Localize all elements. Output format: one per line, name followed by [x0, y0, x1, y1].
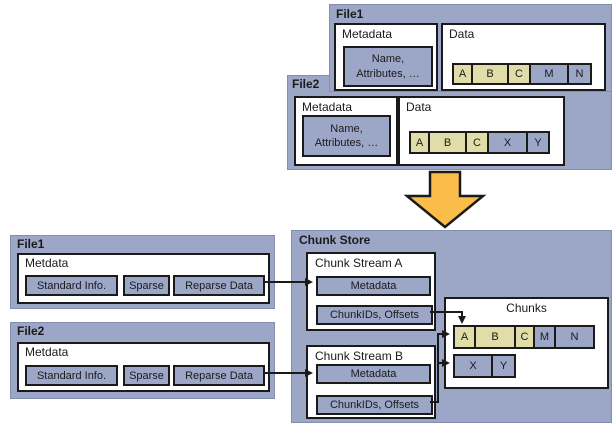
chunks-box-title: Chunks	[506, 301, 547, 315]
file1-data-chunk: N	[567, 63, 592, 85]
store-chunk: A	[453, 325, 476, 349]
chunk-store-title: Chunk Store	[299, 233, 371, 247]
chunk-store-panel: Chunk Store Chunk Stream A Metadata Chun…	[291, 230, 612, 423]
top-file2-metadata-label: Metadata	[302, 100, 353, 114]
store-chunk: C	[514, 325, 535, 349]
store-chunk: M	[533, 325, 556, 349]
file2-metadata-field: Standard Info.	[25, 365, 118, 386]
metadata-line1: Name,	[371, 53, 405, 66]
down-arrow-icon	[403, 170, 487, 229]
top-file2-title: File2	[292, 77, 320, 91]
bottom-file2-title: File2	[17, 324, 45, 338]
file2-data-chunk: X	[487, 131, 528, 154]
metadata-line1: Name,	[330, 122, 363, 135]
chunk-stream-a-box: Chunk Stream A Metadata ChunkIDs, Offset…	[306, 252, 436, 331]
top-file1-name-attributes-box: Name, Attributes, …	[343, 46, 433, 87]
chunk-stream-a-label: Chunk Stream A	[315, 256, 403, 270]
top-file1-data-label: Data	[449, 27, 475, 41]
file1-data-chunk: C	[507, 63, 531, 85]
file2-metadata-field: Sparse	[123, 365, 170, 386]
store-chunk: X	[453, 354, 493, 378]
top-file1-metadata-box: Metadata Name, Attributes, …	[334, 23, 438, 91]
file1-metadata-field: Sparse	[123, 275, 170, 296]
file2-data-chunk: C	[465, 131, 489, 154]
bottom-file1-metdata-label: Metdata	[25, 256, 69, 270]
store-chunk: N	[554, 325, 595, 349]
file2-metadata-field: Reparse Data	[173, 365, 265, 386]
top-file1-title: File1	[336, 7, 364, 21]
top-file1-panel: File1 Metadata Name, Attributes, … Data …	[329, 4, 612, 92]
file1-metadata-field: Reparse Data	[173, 275, 265, 296]
top-file2-name-attributes-box: Name, Attributes, …	[302, 115, 391, 157]
top-file1-metadata-label: Metadata	[342, 27, 393, 41]
file2-data-chunk: A	[409, 131, 430, 154]
file1-metadata-field: Standard Info.	[25, 275, 118, 296]
file2-data-chunk: B	[428, 131, 467, 154]
file1-data-chunk: A	[452, 63, 473, 85]
chunk-stream-b-metadata: Metadata	[316, 364, 431, 384]
metadata-line2: Attributes, …	[314, 137, 379, 149]
store-chunk: B	[474, 325, 516, 349]
store-chunk: Y	[491, 354, 516, 378]
chunk-stream-b-box: Chunk Stream B Metadata ChunkIDs, Offset…	[306, 345, 436, 419]
top-file2-metadata-box: Metadata Name, Attributes, …	[294, 96, 398, 166]
chunk-stream-a-chunkids: ChunkIDs, Offsets	[316, 305, 433, 325]
file1-data-chunk: M	[529, 63, 569, 85]
metadata-line2: Attributes, …	[356, 67, 420, 80]
chunk-stream-b-label: Chunk Stream B	[315, 349, 404, 363]
bottom-file1-title: File1	[17, 237, 45, 251]
bottom-file2-metdata-label: Metdata	[25, 345, 69, 359]
file2-data-chunk: Y	[526, 131, 550, 154]
file1-data-chunk: B	[471, 63, 509, 85]
chunk-stream-b-chunkids: ChunkIDs, Offsets	[316, 395, 433, 415]
top-file2-data-label: Data	[406, 100, 432, 114]
chunk-stream-a-metadata: Metadata	[316, 276, 431, 296]
